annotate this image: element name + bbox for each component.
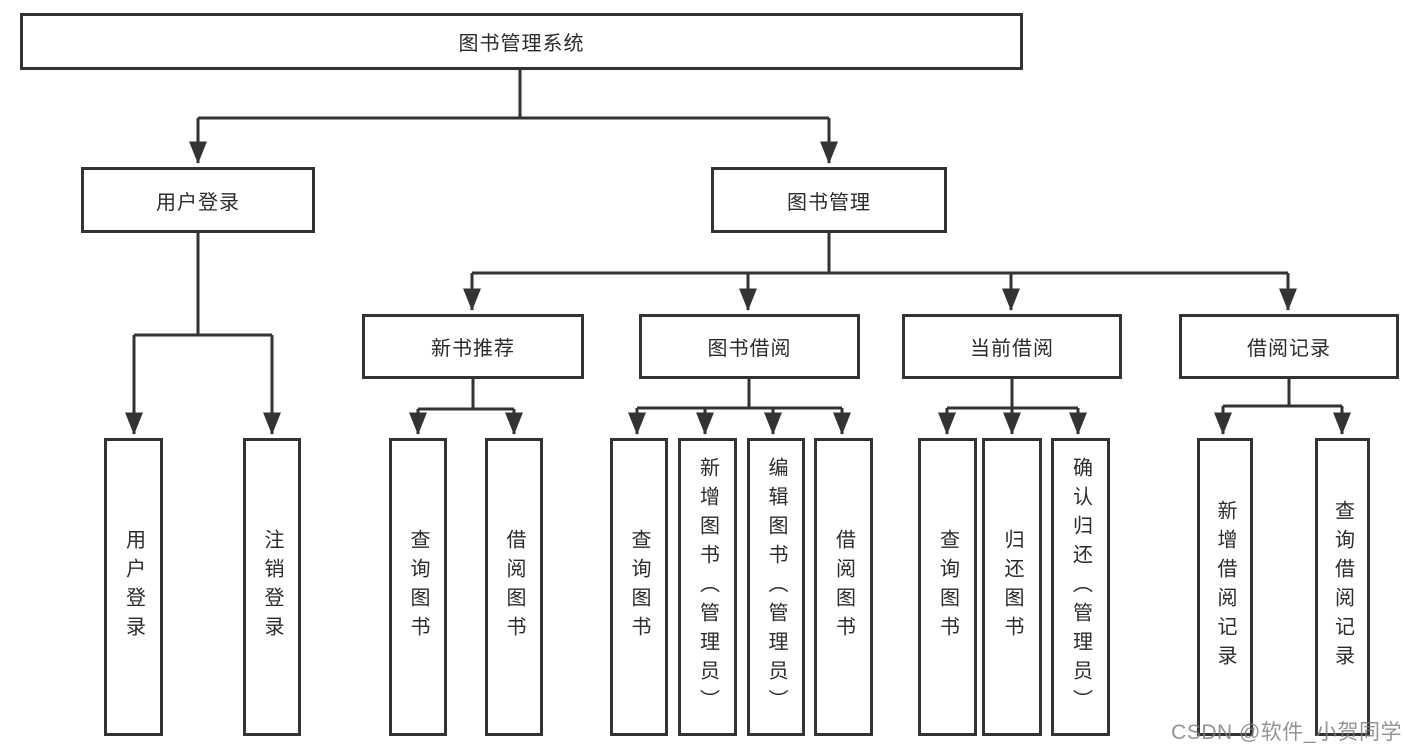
leaf-query-borrow-record-label: 查询借阅记录	[1331, 500, 1354, 674]
csdn-watermark: CSDN @软件_小贺同学	[1171, 721, 1402, 744]
leaf-query-books-recommend: 查询图书	[389, 438, 447, 736]
node-current-borrowing: 当前借阅	[902, 314, 1122, 379]
node-user-login: 用户登录	[81, 167, 315, 233]
leaf-query-borrow-record: 查询借阅记录	[1315, 438, 1370, 736]
connector-book-management	[472, 232, 1288, 275]
leaf-borrow-books-borrowing-label: 借阅图书	[832, 529, 855, 645]
connector-book-borrowing	[637, 378, 842, 410]
leaf-query-books-borrowing: 查询图书	[610, 438, 668, 736]
node-user-login-label: 用户登录	[156, 191, 240, 214]
leaf-borrow-books-recommend-label: 借阅图书	[503, 529, 525, 645]
leaf-borrow-books-recommend: 借阅图书	[485, 438, 543, 736]
leaf-query-books-borrowing-label: 查询图书	[628, 529, 650, 645]
node-book-management-label: 图书管理	[787, 191, 871, 214]
leaf-return-book-label: 归还图书	[1001, 529, 1023, 645]
leaf-add-borrow-record: 新增借阅记录	[1197, 438, 1253, 736]
connector-borrowing-records	[1223, 378, 1342, 408]
leaf-add-borrow-record-label: 新增借阅记录	[1214, 500, 1236, 674]
leaf-query-books-current-label: 查询图书	[936, 529, 959, 645]
node-root-label: 图书管理系统	[458, 33, 585, 55]
node-current-borrowing-label: 当前借阅	[970, 338, 1054, 360]
leaf-user-login-label: 用户登录	[122, 529, 145, 645]
node-book-borrowing-label: 图书借阅	[707, 338, 792, 360]
connector-new-book	[418, 378, 514, 411]
connector-root	[198, 69, 829, 120]
leaf-borrow-books-borrowing: 借阅图书	[814, 438, 873, 736]
node-root: 图书管理系统	[20, 13, 1023, 70]
leaf-query-books-recommend-label: 查询图书	[407, 529, 429, 645]
node-book-borrowing: 图书借阅	[639, 314, 860, 379]
node-book-management: 图书管理	[711, 167, 947, 233]
leaf-query-books-current: 查询图书	[918, 438, 977, 736]
node-new-book-recommend-label: 新书推荐	[431, 338, 515, 360]
leaf-confirm-return-admin: 确认归还（管理员）	[1051, 438, 1110, 736]
leaf-edit-book-admin: 编辑图书（管理员）	[747, 438, 805, 736]
leaf-edit-book-admin-label: 编辑图书（管理员）	[765, 456, 787, 718]
leaf-add-book-admin: 新增图书（管理员）	[678, 438, 737, 736]
leaf-logout-label: 注销登录	[261, 529, 283, 645]
leaf-logout: 注销登录	[243, 438, 301, 736]
leaf-user-login: 用户登录	[104, 438, 163, 736]
node-borrowing-records: 借阅记录	[1179, 314, 1399, 379]
leaf-confirm-return-admin-label: 确认归还（管理员）	[1069, 456, 1092, 718]
connector-user-login	[134, 232, 272, 337]
connector-current-borrowing	[947, 378, 1078, 410]
leaf-return-book: 归还图书	[982, 438, 1042, 736]
node-borrowing-records-label: 借阅记录	[1247, 338, 1331, 360]
node-new-book-recommend: 新书推荐	[362, 314, 584, 379]
leaf-add-book-admin-label: 新增图书（管理员）	[696, 456, 719, 718]
